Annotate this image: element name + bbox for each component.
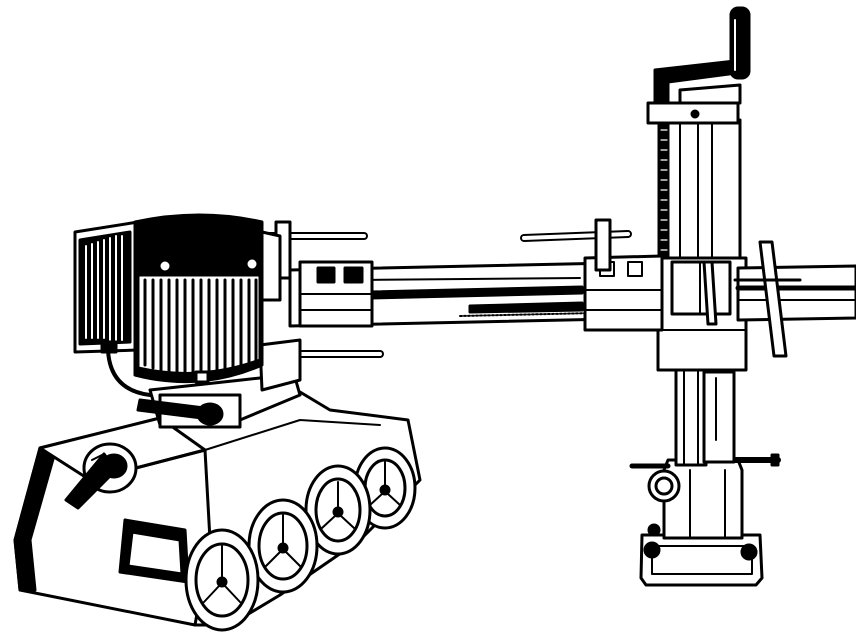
nameplate — [118, 518, 190, 584]
crank-handle — [729, 6, 751, 80]
motor-mount — [136, 338, 302, 429]
speed-switch — [64, 442, 138, 510]
roller-3 — [304, 464, 372, 556]
base-plate — [639, 523, 764, 587]
arm-clamp-right — [520, 218, 664, 332]
arm-clamp-left — [266, 220, 384, 358]
roller-1 — [184, 528, 260, 632]
column-clamp — [656, 256, 748, 372]
feed-rollers — [184, 446, 417, 632]
motor — [73, 213, 282, 397]
right-arm-extension — [733, 240, 856, 358]
vertical-column — [657, 118, 742, 467]
